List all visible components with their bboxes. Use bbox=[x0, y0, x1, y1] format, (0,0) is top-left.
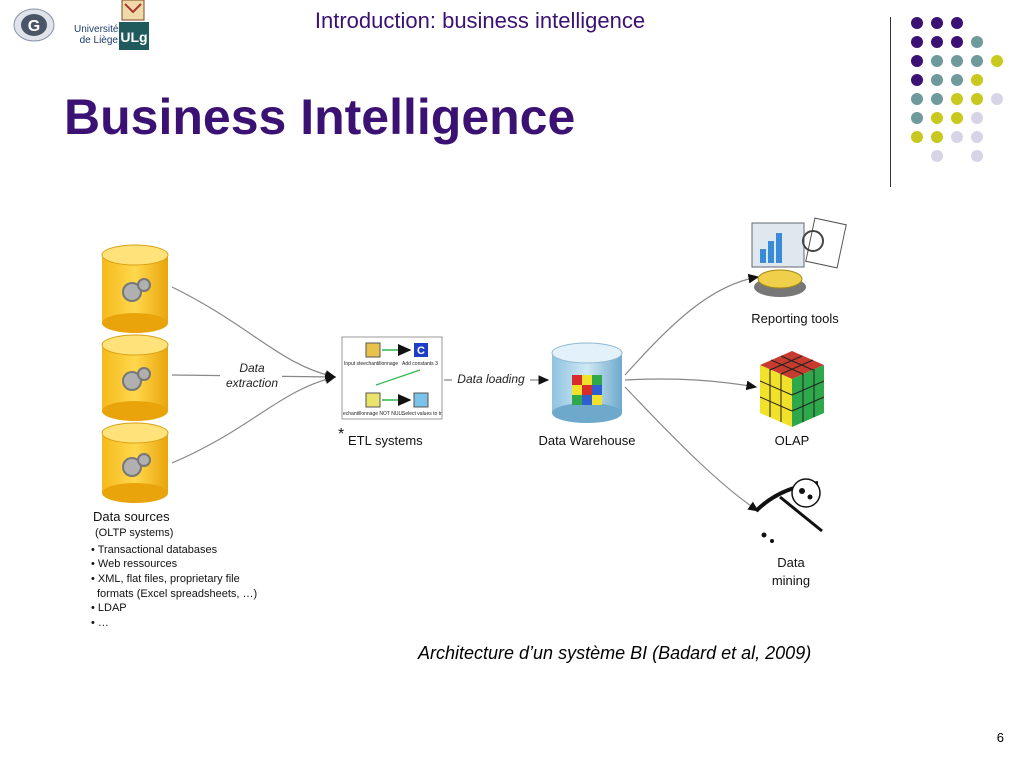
dot bbox=[951, 131, 963, 143]
decorative-dot-grid bbox=[905, 14, 1015, 174]
dot bbox=[951, 55, 963, 67]
dot bbox=[971, 55, 983, 67]
ulg-mark: ULg bbox=[120, 29, 147, 45]
dot bbox=[951, 112, 963, 124]
slide-title: Business Intelligence bbox=[64, 89, 576, 145]
mining-arrow bbox=[624, 386, 759, 512]
warehouse-label: Data Warehouse bbox=[538, 433, 635, 448]
mining-label-2: mining bbox=[772, 573, 810, 588]
extraction-label-2: extraction bbox=[226, 376, 278, 390]
data-source-item: • Transactional databases bbox=[91, 544, 218, 556]
dot bbox=[971, 131, 983, 143]
logo-g-icon: G bbox=[12, 6, 56, 44]
ulg-logo-icon: ULg bbox=[119, 0, 149, 52]
dot bbox=[911, 17, 923, 29]
data-source-item: • … bbox=[91, 617, 109, 629]
etl-step-4: Select values to tr bbox=[402, 411, 442, 417]
dot bbox=[911, 131, 923, 143]
dot bbox=[911, 55, 923, 67]
dot bbox=[931, 131, 943, 143]
dot bbox=[971, 36, 983, 48]
data-source-item: formats (Excel spreadsheets, …) bbox=[97, 588, 257, 600]
dot bbox=[931, 74, 943, 86]
reporting-label: Reporting tools bbox=[751, 311, 839, 326]
dot bbox=[991, 55, 1003, 67]
data-source-item: • XML, flat files, proprietary file bbox=[91, 573, 240, 585]
etl-step-1: Input steechantillonnage bbox=[344, 361, 398, 367]
figure-caption: Architecture d’un système BI (Badard et … bbox=[418, 643, 812, 663]
reporting-arrow bbox=[624, 273, 760, 376]
data-sources-label: Data sources bbox=[93, 509, 170, 524]
data-warehouse-cylinder bbox=[551, 342, 623, 423]
mining-label-1: Data bbox=[777, 555, 805, 570]
extraction-arrow-1 bbox=[171, 286, 337, 380]
dot bbox=[931, 17, 943, 29]
dot bbox=[911, 112, 923, 124]
dot bbox=[931, 112, 943, 124]
etl-label: ETL systems bbox=[348, 433, 423, 448]
dot bbox=[971, 150, 983, 162]
etl-star: * bbox=[338, 426, 344, 443]
dot bbox=[931, 55, 943, 67]
loading-label: Data loading bbox=[457, 372, 525, 386]
data-sources-sublabel: (OLTP systems) bbox=[95, 527, 173, 539]
olap-cube-icon bbox=[759, 351, 825, 427]
data-source-cylinder-1 bbox=[101, 244, 169, 333]
etl-step-3: echantillonnage NOT NULL bbox=[343, 411, 404, 417]
dot bbox=[911, 36, 923, 48]
data-source-cylinder-2 bbox=[101, 334, 169, 421]
dot bbox=[911, 93, 923, 105]
vertical-divider bbox=[890, 17, 891, 187]
dot bbox=[911, 74, 923, 86]
dot bbox=[971, 93, 983, 105]
section-title: Introduction: business intelligence bbox=[314, 8, 646, 33]
etl-box: C Input steechantillonnage Add constants… bbox=[341, 336, 443, 420]
bi-architecture-diagram: Data extraction C Input steechantillonna… bbox=[80, 215, 880, 635]
data-source-item: • Web ressources bbox=[91, 558, 178, 570]
page-number: 6 bbox=[996, 730, 1004, 745]
data-source-cylinder-3 bbox=[101, 422, 169, 503]
data-source-item: • LDAP bbox=[91, 602, 127, 614]
etl-step-2: Add constants 3 bbox=[402, 361, 438, 367]
dot bbox=[931, 93, 943, 105]
dot bbox=[951, 93, 963, 105]
dot bbox=[991, 93, 1003, 105]
dot bbox=[951, 74, 963, 86]
dot bbox=[931, 150, 943, 162]
olap-arrow bbox=[624, 378, 758, 391]
dot bbox=[951, 17, 963, 29]
university-name: Université de Liège bbox=[74, 24, 119, 46]
dot bbox=[951, 36, 963, 48]
dot bbox=[971, 74, 983, 86]
extraction-arrow-3 bbox=[171, 374, 337, 464]
logo-g-mark: G bbox=[28, 18, 40, 35]
reporting-tools-icon bbox=[751, 217, 847, 297]
data-mining-pickaxe-icon bbox=[754, 478, 823, 543]
extraction-label-1: Data bbox=[239, 361, 265, 375]
olap-label: OLAP bbox=[775, 433, 810, 448]
dot bbox=[971, 112, 983, 124]
svg-text:C: C bbox=[417, 345, 425, 357]
dot bbox=[931, 36, 943, 48]
